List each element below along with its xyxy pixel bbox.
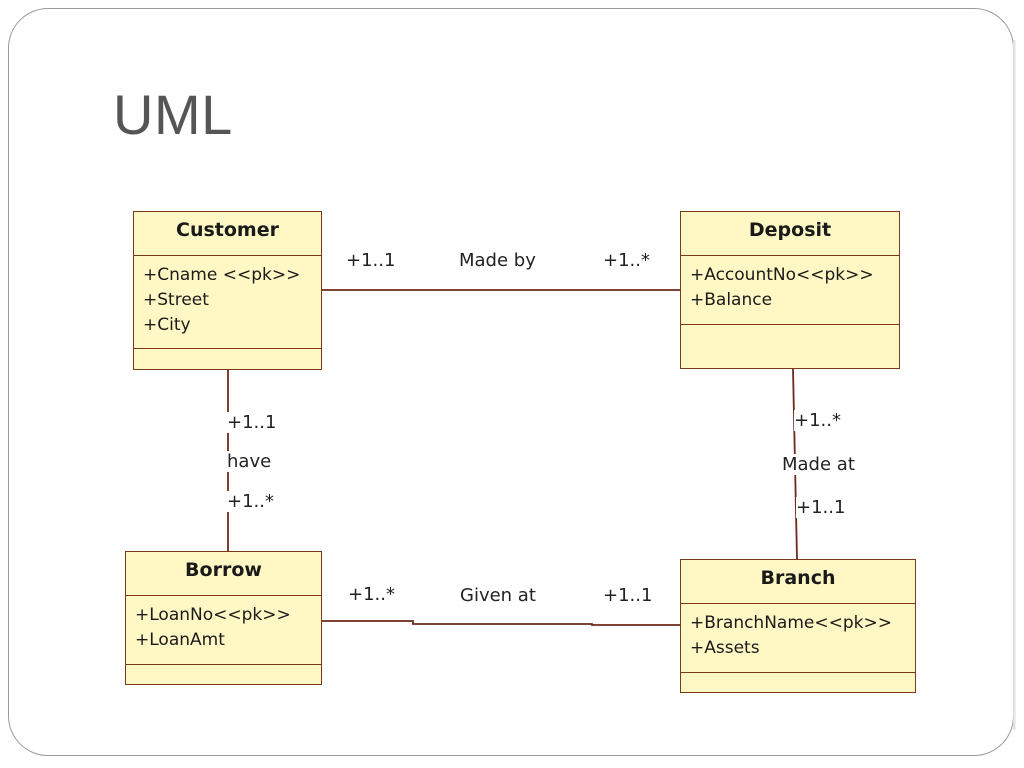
made-at-target-multiplicity: +1..1 <box>796 497 846 518</box>
attribute: +Assets <box>690 638 760 658</box>
class-customer-name: Customer <box>134 212 321 256</box>
attribute: +BranchName<<pk>> <box>690 613 892 633</box>
attribute: +City <box>143 315 191 335</box>
class-customer[interactable]: Customer +Cname <<pk>> +Street +City <box>133 211 322 370</box>
class-branch-attributes: +BranchName<<pk>> +Assets <box>681 604 915 673</box>
attribute: +AccountNo<<pk>> <box>690 265 874 285</box>
made-by-target-multiplicity: +1..* <box>603 250 650 271</box>
class-borrow[interactable]: Borrow +LoanNo<<pk>> +LoanAmt <box>125 551 322 685</box>
attribute: +Balance <box>690 290 773 310</box>
attribute: +LoanNo<<pk>> <box>135 605 291 625</box>
slide-edge-shadow <box>1013 40 1016 730</box>
class-deposit-name: Deposit <box>681 212 899 256</box>
class-branch-name: Branch <box>681 560 915 604</box>
given-at-target-multiplicity: +1..1 <box>603 585 653 606</box>
slide-title: UML <box>113 83 233 146</box>
have-label: have <box>227 451 272 472</box>
given-at-line <box>322 620 680 626</box>
attribute: +LoanAmt <box>135 630 225 650</box>
class-borrow-attributes: +LoanNo<<pk>> +LoanAmt <box>126 596 321 665</box>
given-at-label: Given at <box>460 585 536 606</box>
class-deposit[interactable]: Deposit +AccountNo<<pk>> +Balance <box>680 211 900 369</box>
given-at-source-multiplicity: +1..* <box>348 584 395 605</box>
have-source-multiplicity: +1..1 <box>227 412 277 433</box>
made-at-label: Made at <box>782 454 855 475</box>
have-target-multiplicity: +1..* <box>227 491 274 512</box>
made-by-label: Made by <box>459 250 536 271</box>
class-customer-attributes: +Cname <<pk>> +Street +City <box>134 256 321 349</box>
made-by-source-multiplicity: +1..1 <box>346 250 396 271</box>
class-branch[interactable]: Branch +BranchName<<pk>> +Assets <box>680 559 916 693</box>
made-at-source-multiplicity: +1..* <box>794 410 841 431</box>
class-deposit-attributes: +AccountNo<<pk>> +Balance <box>681 256 899 325</box>
attribute: +Street <box>143 290 209 310</box>
attribute: +Cname <<pk>> <box>143 265 301 285</box>
class-borrow-name: Borrow <box>126 552 321 596</box>
